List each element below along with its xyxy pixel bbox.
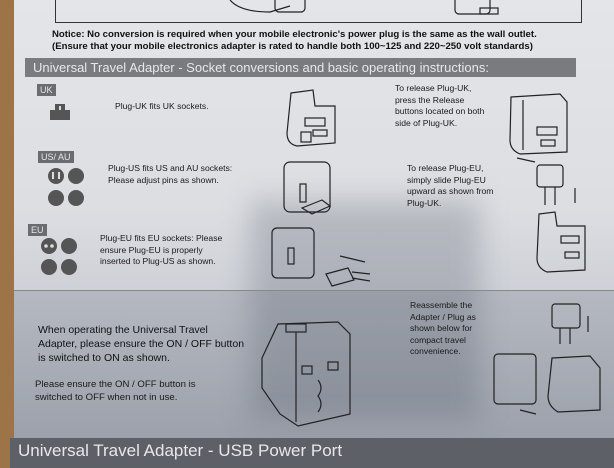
us-au-socket-icons [48,168,84,206]
shadow-area [14,290,614,440]
eu-release-instructions: To release Plug-EU, simply slide Plug-EU… [407,163,494,208]
uk-description: Plug-UK fits UK sockets. [115,101,209,111]
uk-socket-icon [50,104,70,120]
eu-description: Plug-EU fits EU sockets: Please ensure P… [100,233,223,266]
plug-eu-insert-figure [271,227,371,287]
plug-eu-release-figure [536,164,576,205]
plug-uk-release-figure [509,93,568,163]
adapter-figure [454,0,499,15]
eu-label: EU [28,224,47,236]
section-header: Universal Travel Adapter - Socket conver… [25,58,576,77]
section-divider [14,290,614,291]
notice-line-2: (Ensure that your mobile electronics ada… [52,41,533,52]
adapter-on-off-figure [261,321,351,427]
off-instructions: Please ensure the ON / OFF button is swi… [35,379,196,403]
plug-uk-figure [536,211,586,273]
notice-line-1: Notice: No conversion is required when y… [52,29,537,40]
us-au-description: Plug-US fits US and AU sockets: Please a… [108,163,233,185]
reassemble-figure [493,303,601,415]
footer-section-header: Universal Travel Adapter - USB Power Por… [10,438,614,468]
on-instructions: When operating the Universal Travel Adap… [38,324,245,364]
plug-us-figure [283,161,332,215]
eu-socket-icons [41,238,77,275]
uk-label: UK [37,84,56,96]
shadow-area [250,200,480,420]
us-au-label: US/ AU [38,151,74,163]
adapter-figure [229,0,306,13]
notice-text: Notice: No conversion is required when y… [52,29,537,53]
reassemble-instructions: Reassemble the Adapter / Plug as shown b… [410,300,476,356]
plug-uk-figure [286,89,336,147]
uk-release-instructions: To release Plug-UK, press the Release bu… [395,83,485,128]
top-figure-box [55,0,582,23]
